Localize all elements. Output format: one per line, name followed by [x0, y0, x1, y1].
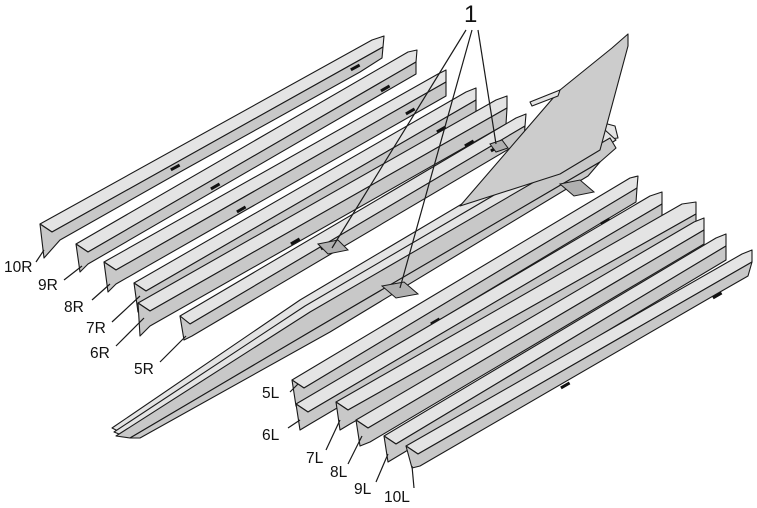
panel-10L: [405, 249, 753, 469]
label-10R: 10R: [4, 259, 32, 276]
label-5L: 5L: [262, 385, 280, 402]
panel-9R: [75, 49, 418, 273]
panel-8L: [355, 217, 705, 447]
label-5R: 5R: [134, 361, 154, 378]
label-9R: 9R: [38, 277, 58, 294]
label-6R: 6R: [90, 345, 110, 362]
panel-9L: [383, 233, 727, 463]
label-10L: 10L: [384, 489, 410, 506]
label-6L: 6L: [262, 427, 280, 444]
label-8L: 8L: [330, 464, 348, 481]
label-9L: 9L: [354, 481, 372, 498]
panel-8R: [103, 69, 447, 293]
label-7L: 7L: [306, 450, 324, 467]
leader-lines: [35, 29, 497, 489]
panel-5L: [291, 175, 639, 407]
label-8R: 8R: [64, 299, 84, 316]
label-7R: 7R: [86, 320, 106, 337]
panel-10R: [39, 35, 385, 259]
laminated-core: [111, 33, 629, 439]
callout-number: 1: [464, 1, 477, 28]
